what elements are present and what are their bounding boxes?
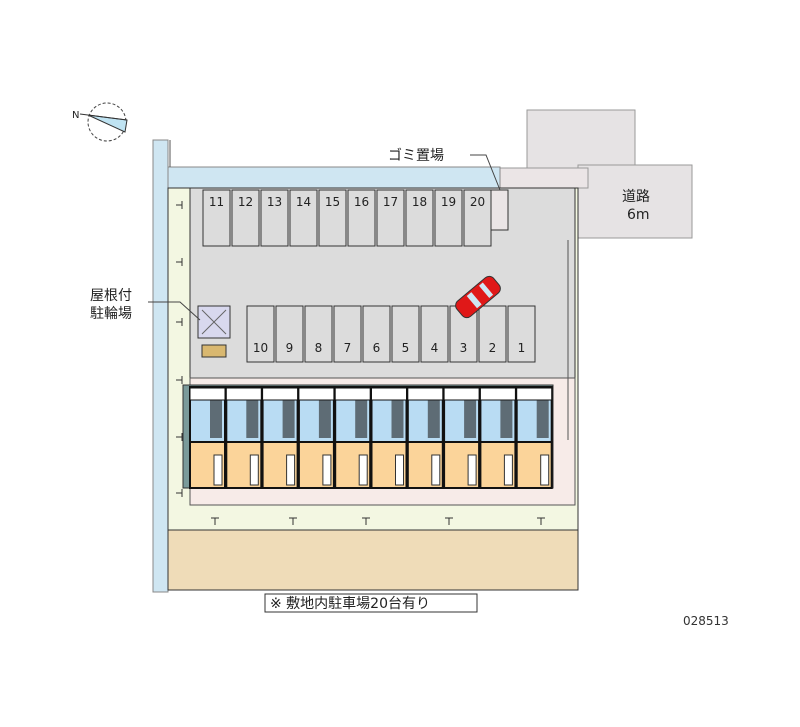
parking-space-number: 5 xyxy=(402,341,410,355)
parking-space xyxy=(391,305,420,363)
parking-space xyxy=(231,189,260,247)
parking-space-number: 13 xyxy=(267,195,282,209)
apartment-unit xyxy=(225,386,263,489)
compass-icon: N xyxy=(72,102,128,142)
parking-space-number: 12 xyxy=(238,195,253,209)
parking-space-number: 14 xyxy=(296,195,311,209)
parking-space xyxy=(289,189,318,247)
fence-marker xyxy=(176,318,183,326)
garbage-label: ゴミ置場 xyxy=(388,147,444,164)
apartment-unit xyxy=(261,386,299,489)
apartment-unit xyxy=(370,386,408,489)
fence-marker xyxy=(176,489,183,497)
apartment-unit xyxy=(443,386,481,489)
parking-space xyxy=(318,189,347,247)
road-label: 道路 xyxy=(622,189,650,205)
parking-space xyxy=(478,305,507,363)
parking-space xyxy=(260,189,289,247)
parking-row-top: 11 12 13 14 15 16 17 18 19 20 xyxy=(202,189,492,247)
parking-space xyxy=(434,189,463,247)
parking-space xyxy=(333,305,362,363)
fence-marker xyxy=(537,517,545,525)
parking-space-number: 18 xyxy=(412,195,427,209)
adjacent-land xyxy=(167,529,579,591)
left-waterway xyxy=(152,139,169,593)
property-id: 028513 xyxy=(683,614,729,628)
parking-space-number: 16 xyxy=(354,195,369,209)
road-width-label: 6m xyxy=(627,207,650,223)
apartment-unit xyxy=(297,386,335,489)
compass-north-label: N xyxy=(72,110,79,121)
fence-marker xyxy=(176,376,183,384)
fence-marker xyxy=(176,201,183,209)
bike-shed-label-1: 屋根付 xyxy=(90,288,132,304)
bicycle-icon xyxy=(201,344,227,358)
parking-space xyxy=(202,189,231,247)
parking-space-number: 6 xyxy=(373,341,381,355)
parking-space-number: 4 xyxy=(431,341,439,355)
parking-space-number: 20 xyxy=(470,195,485,209)
parking-space-number: 15 xyxy=(325,195,340,209)
top-waterway xyxy=(167,166,501,189)
parking-space-number: 2 xyxy=(489,341,497,355)
parking-space xyxy=(405,189,434,247)
parking-space-number: 17 xyxy=(383,195,398,209)
apartment-unit xyxy=(406,386,444,489)
parking-space xyxy=(420,305,449,363)
parking-space xyxy=(246,305,275,363)
parking-space-number: 1 xyxy=(518,341,526,355)
car-icon xyxy=(455,275,501,319)
fence-marker xyxy=(176,258,183,266)
apartment-unit xyxy=(334,386,372,489)
apartment-unit xyxy=(515,386,553,489)
parking-space-number: 19 xyxy=(441,195,456,209)
parking-space-number: 7 xyxy=(344,341,352,355)
parking-space xyxy=(463,189,492,247)
fence-marker xyxy=(289,517,297,525)
fence-marker xyxy=(211,517,219,525)
parking-space xyxy=(304,305,333,363)
bike-shed-label-2: 駐輪場 xyxy=(90,305,132,322)
parking-space-number: 11 xyxy=(209,195,224,209)
parking-space-number: 10 xyxy=(253,341,268,355)
parking-note: ※ 敷地内駐車場20台有り xyxy=(270,595,430,612)
fence-marker xyxy=(445,517,453,525)
fence-marker xyxy=(176,433,183,441)
parking-space xyxy=(507,305,536,363)
apartment-unit xyxy=(189,386,226,489)
parking-space xyxy=(347,189,376,247)
parking-space xyxy=(362,305,391,363)
parking-space-number: 3 xyxy=(460,341,468,355)
fence-marker xyxy=(362,517,370,525)
bike-shed xyxy=(197,305,231,358)
parking-space-number: 8 xyxy=(315,341,323,355)
parking-space-number: 9 xyxy=(286,341,294,355)
parking-space xyxy=(376,189,405,247)
road-entry xyxy=(499,167,589,189)
apartment-unit xyxy=(479,386,517,489)
garbage-area xyxy=(489,189,509,231)
road-upper xyxy=(526,109,636,171)
parking-space xyxy=(275,305,304,363)
